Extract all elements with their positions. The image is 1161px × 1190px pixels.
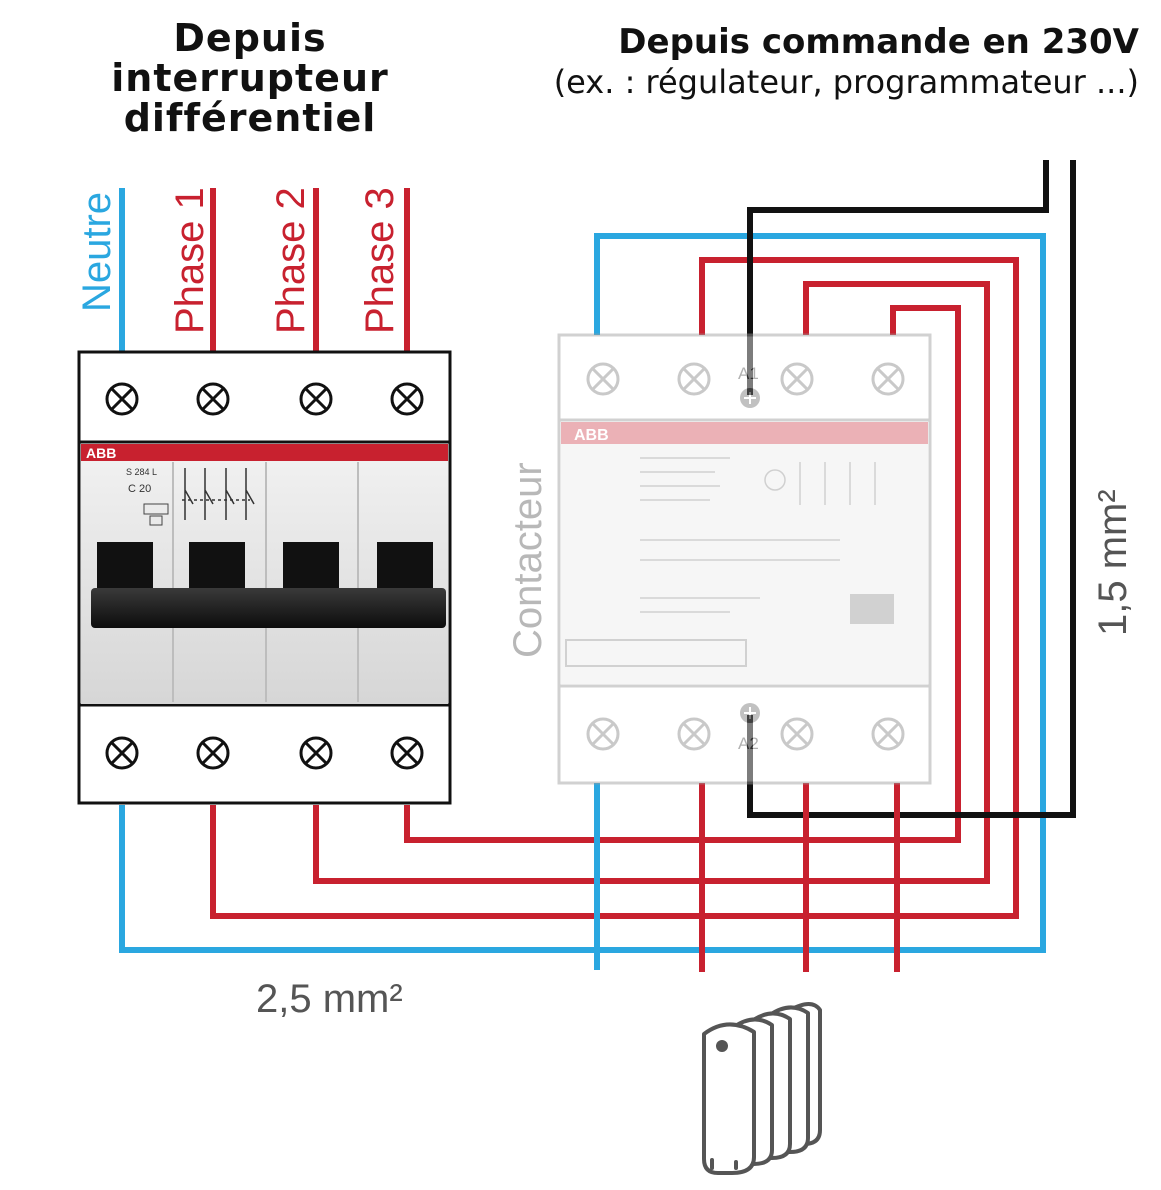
wire-command-a1 xyxy=(747,160,1049,395)
contactor-brand: ABB xyxy=(574,427,609,444)
contactor-a1-label: A1 xyxy=(738,364,759,383)
title-left-line3: différentiel xyxy=(123,96,377,140)
contactor-terminal-screw xyxy=(780,362,814,396)
label-phase2: Phase 2 xyxy=(269,187,313,334)
breaker-brand: ABB xyxy=(86,445,116,461)
contactor-terminal-screw xyxy=(586,362,620,396)
breaker-rating: C 20 xyxy=(128,483,151,495)
contactor-terminal-screw xyxy=(586,717,620,751)
wire-phase3-to-contactor xyxy=(404,305,961,843)
circuit-breaker: ABB S 284 L C 20 xyxy=(77,350,452,805)
breaker-terminal-screw xyxy=(196,382,230,416)
label-section-command: 1,5 mm² xyxy=(1091,489,1135,636)
wire-command-a2 xyxy=(747,160,1076,818)
breaker-terminal-screw xyxy=(105,736,139,770)
radiator-icon xyxy=(702,1002,822,1175)
label-phase3: Phase 3 xyxy=(358,187,402,334)
breaker-model: S 284 L xyxy=(126,467,157,477)
contactor-terminal-screw xyxy=(871,362,905,396)
contactor-a2-label: A2 xyxy=(738,734,759,753)
breaker-terminal-screw xyxy=(390,736,424,770)
title-right-line1: Depuis commande en 230V xyxy=(618,22,1139,62)
breaker-terminal-screw xyxy=(299,382,333,416)
coil-terminal-a2-icon xyxy=(740,703,760,723)
contactor-terminal-screw xyxy=(871,717,905,751)
label-neutre: Neutre xyxy=(75,192,119,312)
contactor-terminal-screw xyxy=(780,717,814,751)
title-right-line2: (ex. : régulateur, programmateur ...) xyxy=(553,63,1139,101)
contactor-terminal-screw xyxy=(677,717,711,751)
breaker-terminal-screw xyxy=(299,736,333,770)
label-contacteur: Contacteur xyxy=(506,462,550,658)
wire-neutral-to-contactor xyxy=(119,233,1046,953)
title-source-differential: Depuis interrupteur différentiel xyxy=(40,18,460,138)
contactor-terminal-screw xyxy=(677,362,711,396)
title-left-line1: Depuis xyxy=(173,16,327,60)
breaker-terminal-screw xyxy=(196,736,230,770)
title-source-command: Depuis commande en 230V (ex. : régulateu… xyxy=(419,22,1139,102)
coil-terminal-a1-icon xyxy=(740,388,760,408)
breaker-terminal-screw xyxy=(390,382,424,416)
contactor: ABB A1 xyxy=(557,333,932,785)
title-left-line2: interrupteur xyxy=(111,56,389,100)
label-phase1: Phase 1 xyxy=(168,187,212,334)
wire-phase1-to-contactor xyxy=(210,257,1019,919)
label-section-power: 2,5 mm² xyxy=(256,977,403,1021)
breaker-terminal-screw xyxy=(105,382,139,416)
wire-phase2-to-contactor xyxy=(313,281,990,884)
